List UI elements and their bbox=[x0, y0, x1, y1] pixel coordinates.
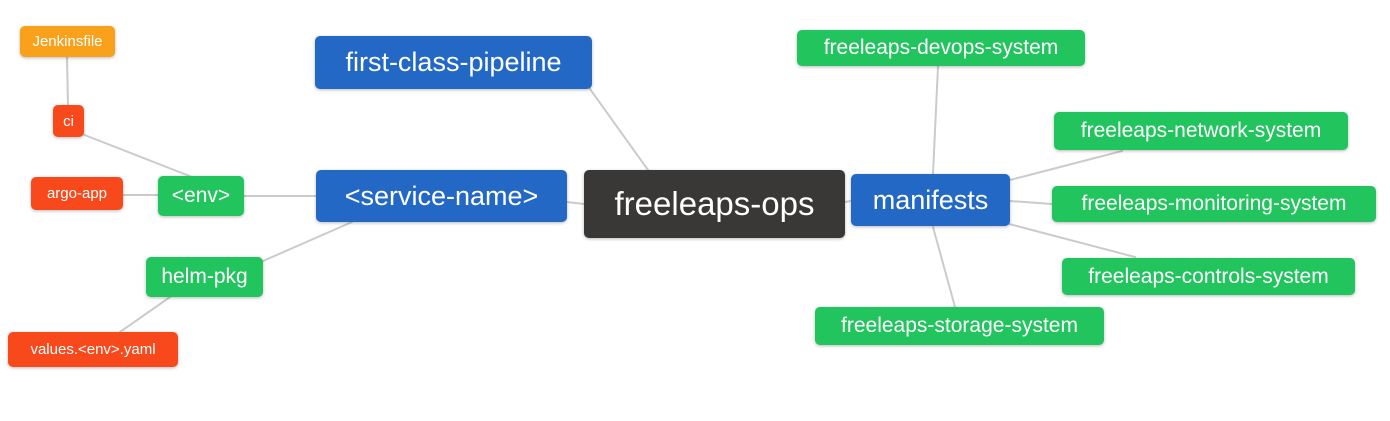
node-values-env-yaml[interactable]: values.<env>.yaml bbox=[8, 332, 178, 367]
edge-ci--env bbox=[81, 133, 193, 178]
node-label: values.<env>.yaml bbox=[30, 341, 156, 358]
node-ci[interactable]: ci bbox=[53, 105, 84, 137]
node-label: argo-app bbox=[46, 185, 108, 202]
node-label: freeleaps-ops bbox=[614, 185, 815, 222]
node-freeleaps-controls-system[interactable]: freeleaps-controls-system bbox=[1062, 258, 1355, 295]
node-label: manifests bbox=[872, 184, 989, 215]
edge-manifests--freeleaps-storage-system bbox=[932, 226, 956, 308]
node-service-name[interactable]: <service-name> bbox=[316, 170, 567, 222]
node-label: <env> bbox=[171, 184, 231, 207]
node-label: freeleaps-devops-system bbox=[823, 36, 1059, 59]
edge-jenkinsfile--ci bbox=[66, 56, 69, 107]
node-label: freeleaps-network-system bbox=[1080, 119, 1322, 142]
edge-manifests--freeleaps-network-system bbox=[1009, 150, 1123, 181]
node-manifests[interactable]: manifests bbox=[851, 174, 1010, 226]
node-freeleaps-storage-system[interactable]: freeleaps-storage-system bbox=[815, 307, 1104, 345]
edge-service-name--freeleaps-ops bbox=[566, 201, 585, 205]
edge-freeleaps-ops--manifests bbox=[844, 200, 852, 203]
node-label: ci bbox=[63, 112, 74, 130]
edge-manifests--freeleaps-controls-system bbox=[1008, 223, 1136, 258]
node-label: helm-pkg bbox=[161, 265, 248, 288]
node-freeleaps-network-system[interactable]: freeleaps-network-system bbox=[1054, 112, 1348, 150]
node-first-class-pipeline[interactable]: first-class-pipeline bbox=[315, 36, 592, 89]
edge-manifests--freeleaps-monitoring-system bbox=[1009, 200, 1053, 205]
node-label: Jenkinsfile bbox=[32, 33, 103, 50]
node-label: freeleaps-storage-system bbox=[841, 314, 1078, 337]
node-label: freeleaps-controls-system bbox=[1088, 264, 1329, 288]
node-freeleaps-devops-system[interactable]: freeleaps-devops-system bbox=[797, 30, 1085, 66]
node-helm-pkg[interactable]: helm-pkg bbox=[146, 257, 263, 297]
edge-manifests--freeleaps-devops-system bbox=[932, 65, 939, 175]
node-argo-app[interactable]: argo-app bbox=[31, 177, 123, 210]
edge-first-class-pipeline--freeleaps-ops bbox=[589, 88, 649, 171]
edge-helm-pkg--values-env-yaml bbox=[119, 296, 171, 333]
node-jenkinsfile[interactable]: Jenkinsfile bbox=[20, 26, 115, 57]
node-freeleaps-monitoring-system[interactable]: freeleaps-monitoring-system bbox=[1052, 186, 1376, 222]
node-label: freeleaps-monitoring-system bbox=[1081, 192, 1347, 215]
node-env[interactable]: <env> bbox=[158, 176, 244, 216]
node-label: first-class-pipeline bbox=[345, 47, 562, 77]
node-freeleaps-ops[interactable]: freeleaps-ops bbox=[584, 170, 845, 238]
node-label: <service-name> bbox=[344, 180, 539, 211]
edge-service-name--helm-pkg bbox=[262, 221, 353, 262]
